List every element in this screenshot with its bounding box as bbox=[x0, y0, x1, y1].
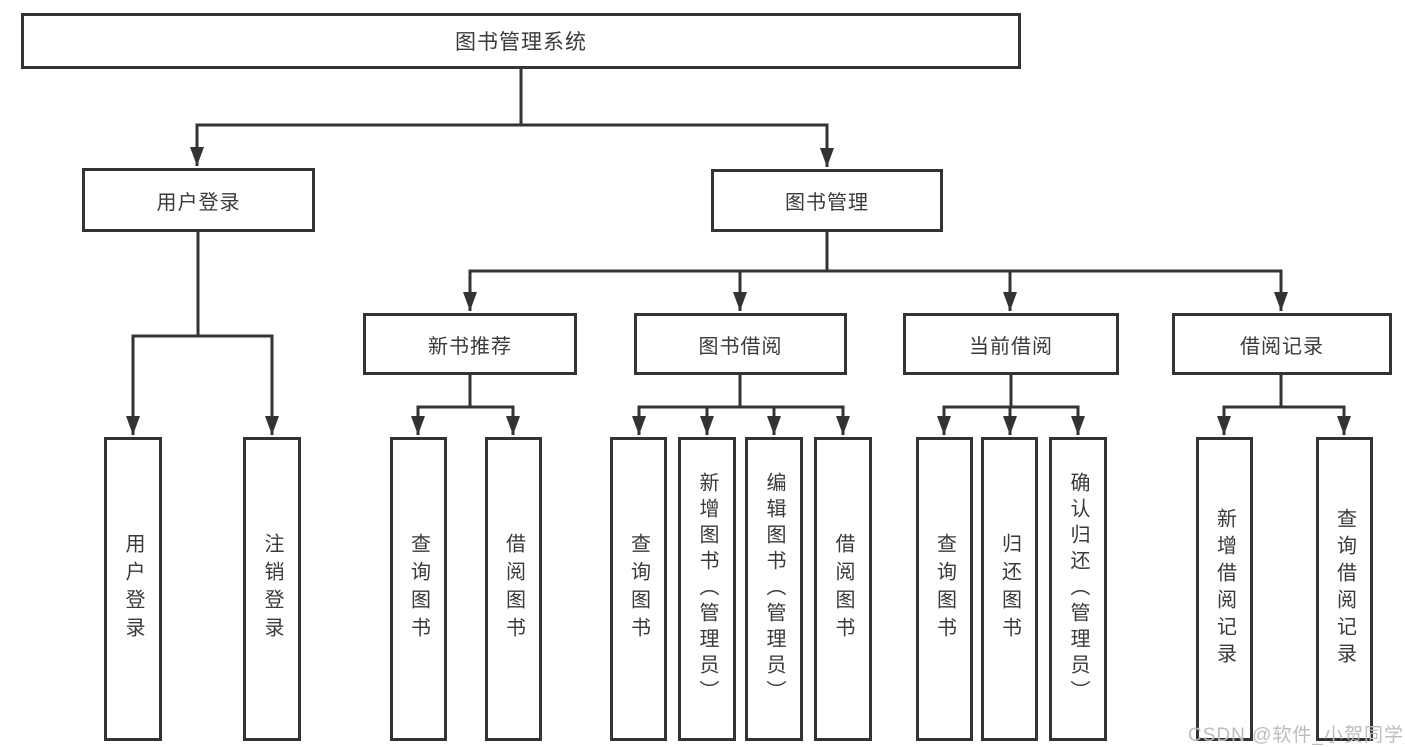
csdn-watermark: CSDN @软件_小贺同学 bbox=[1188, 725, 1404, 746]
leaf-current-confirm-return-admin: 确认归还（管理员） bbox=[1049, 437, 1107, 741]
leaf-newbook-query-book: 查询图书 bbox=[390, 437, 447, 741]
node-current-borrowing: 当前借阅 bbox=[903, 313, 1119, 375]
node-library-management-system: 图书管理系统 bbox=[21, 13, 1021, 69]
leaf-current-query-book: 查询图书 bbox=[916, 437, 973, 741]
leaf-current-return-book: 归还图书 bbox=[981, 437, 1038, 741]
node-book-management: 图书管理 bbox=[711, 169, 943, 232]
node-borrow-records: 借阅记录 bbox=[1172, 313, 1392, 375]
leaf-logout: 注销登录 bbox=[243, 437, 301, 741]
node-user-login: 用户登录 bbox=[82, 168, 315, 232]
leaf-record-query-borrow-record: 查询借阅记录 bbox=[1316, 437, 1373, 741]
leaf-borrow-query-book: 查询图书 bbox=[610, 437, 667, 741]
leaf-record-add-borrow-record: 新增借阅记录 bbox=[1196, 437, 1253, 741]
leaf-borrow-borrow-book: 借阅图书 bbox=[814, 437, 872, 741]
node-book-borrowing: 图书借阅 bbox=[634, 313, 847, 375]
leaf-user-login: 用户登录 bbox=[104, 437, 162, 741]
node-new-book-recommend: 新书推荐 bbox=[363, 313, 577, 375]
leaf-borrow-edit-book-admin: 编辑图书（管理员） bbox=[745, 437, 803, 741]
leaf-borrow-add-book-admin: 新增图书（管理员） bbox=[678, 437, 736, 741]
leaf-newbook-borrow-book: 借阅图书 bbox=[485, 437, 542, 741]
